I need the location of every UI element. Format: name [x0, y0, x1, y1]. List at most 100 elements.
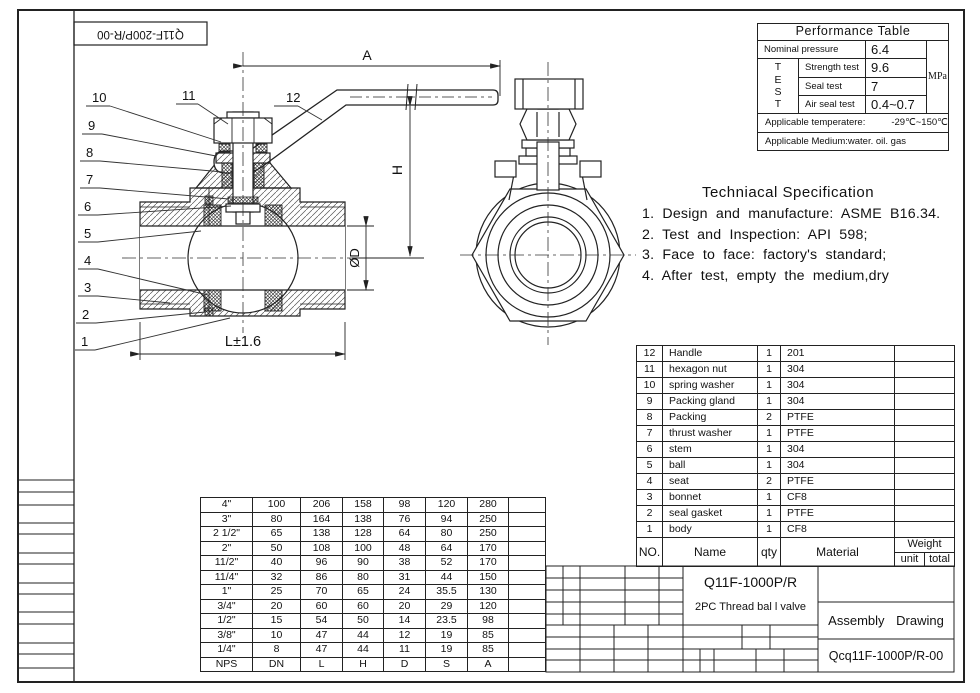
technical-specification: Techniacal Specification 1. Design and m… — [612, 184, 964, 286]
part-name: seal gasket — [662, 505, 758, 522]
part-name: hexagon nut — [662, 361, 758, 378]
dim-h: 65 — [342, 584, 384, 600]
header-l: L — [300, 656, 343, 672]
dim-h: 60 — [342, 598, 384, 614]
dim-dn: 100 — [252, 497, 301, 513]
dim-s: 19 — [425, 627, 468, 643]
dim-dn: 15 — [252, 613, 301, 629]
dim-d: 38 — [383, 555, 426, 571]
dim-extra — [508, 526, 546, 542]
part-no: 1 — [636, 521, 663, 538]
header-d: D — [383, 656, 426, 672]
dim-l: 47 — [300, 627, 343, 643]
dim-a-label: A — [362, 47, 372, 63]
dim-nps: 2" — [200, 540, 253, 556]
part-material: CF8 — [780, 489, 895, 506]
dim-nps: 11/2" — [200, 555, 253, 571]
dim-l-label: L±1.6 — [225, 334, 261, 350]
dim-d-label: ØD — [347, 248, 362, 268]
dim-s: 52 — [425, 555, 468, 571]
title-block-grid — [545, 565, 955, 673]
dim-dn: 80 — [252, 511, 301, 527]
part-name: Packing — [662, 409, 758, 426]
dimension-table: 4" 100 206 158 98 120 280 3" 80 164 138 … — [200, 497, 546, 672]
callout-3: 3 — [84, 280, 91, 295]
dim-d: 24 — [383, 584, 426, 600]
callout-1: 1 — [81, 334, 88, 349]
dim-extra — [508, 497, 546, 513]
part-no: 11 — [636, 361, 663, 378]
part-weight — [894, 393, 955, 410]
part-weight — [894, 489, 955, 506]
nominal-pressure-value: 6.4 — [865, 40, 927, 59]
dim-s: 80 — [425, 526, 468, 542]
sheet-code-rotated: Q11F-200P/R-00 — [97, 28, 184, 40]
spec-item: 1. Design and manufacture: ASME B16.34. — [642, 206, 941, 222]
dim-s: 64 — [425, 540, 468, 556]
title-block-model: Q11F-1000P/R — [703, 574, 798, 590]
title-block-doc-type: Assembly Drawing — [828, 613, 944, 628]
dim-l: 164 — [300, 511, 343, 527]
dimension-row: 3/4" 20 60 60 20 29 120 — [200, 598, 546, 614]
dim-d: 14 — [383, 613, 426, 629]
dim-l: 60 — [300, 598, 343, 614]
part-material: 304 — [780, 441, 895, 458]
header-extra — [508, 656, 546, 672]
part-no: 2 — [636, 505, 663, 522]
parts-row: 8 Packing 2 PTFE — [636, 409, 955, 426]
part-material: 304 — [780, 377, 895, 394]
spec-item: 3. Face to face: factory's standard; — [642, 247, 887, 263]
part-weight — [894, 377, 955, 394]
dim-l: 108 — [300, 540, 343, 556]
dim-d: 11 — [383, 642, 426, 658]
dim-h: 158 — [342, 497, 384, 513]
dim-nps: 1/4" — [200, 642, 253, 658]
nominal-pressure-label: Nominal pressure — [757, 40, 866, 59]
spec-item: 2. Test and Inspection: API 598; — [642, 226, 868, 243]
dim-nps: 3/4" — [200, 598, 253, 614]
seal-test-label: Seal test — [798, 77, 866, 96]
dim-dn: 20 — [252, 598, 301, 614]
parts-row: 5 ball 1 304 — [636, 457, 955, 474]
dim-a: 170 — [467, 555, 509, 571]
dim-a: 250 — [467, 511, 509, 527]
part-qty: 1 — [757, 361, 781, 378]
part-material: 201 — [780, 345, 895, 362]
dim-extra — [508, 613, 546, 629]
dim-h: 138 — [342, 511, 384, 527]
dim-dn: 10 — [252, 627, 301, 643]
dim-h-label: H — [389, 165, 405, 175]
parts-header-unit: unit — [894, 552, 925, 567]
dim-a: 130 — [467, 584, 509, 600]
part-weight — [894, 441, 955, 458]
spec-title: Techniacal Specification — [701, 184, 875, 201]
dim-extra — [508, 540, 546, 556]
dim-nps: 2 1/2" — [200, 526, 253, 542]
dim-d: 76 — [383, 511, 426, 527]
parts-row: 12 Handle 1 201 — [636, 345, 955, 362]
parts-header-material: Material — [780, 537, 895, 567]
dim-l: 70 — [300, 584, 343, 600]
dimension-row: 1/4" 8 47 44 11 19 85 — [200, 642, 546, 658]
part-material: 304 — [780, 393, 895, 410]
callout-2: 2 — [82, 307, 89, 322]
parts-row: 6 stem 1 304 — [636, 441, 955, 458]
dim-extra — [508, 569, 546, 585]
seal-test-value: 7 — [865, 77, 927, 96]
air-seal-test-value: 0.4~0.7 — [865, 95, 927, 114]
dim-h: 80 — [342, 569, 384, 585]
part-no: 10 — [636, 377, 663, 394]
dim-s: 120 — [425, 497, 468, 513]
title-block-subtitle: 2PC Thread bal l valve — [694, 601, 807, 613]
callout-12: 12 — [286, 90, 300, 105]
dim-nps: 1/2" — [200, 613, 253, 629]
parts-row: 1 body 1 CF8 — [636, 521, 955, 538]
parts-row: 4 seat 2 PTFE — [636, 473, 955, 490]
parts-header-no: NO. — [636, 537, 663, 567]
dimension-row: 3" 80 164 138 76 94 250 — [200, 511, 546, 527]
part-weight — [894, 409, 955, 426]
dimension-row: 3/8" 10 47 44 12 19 85 — [200, 627, 546, 643]
valve-front-section-view — [139, 83, 499, 317]
